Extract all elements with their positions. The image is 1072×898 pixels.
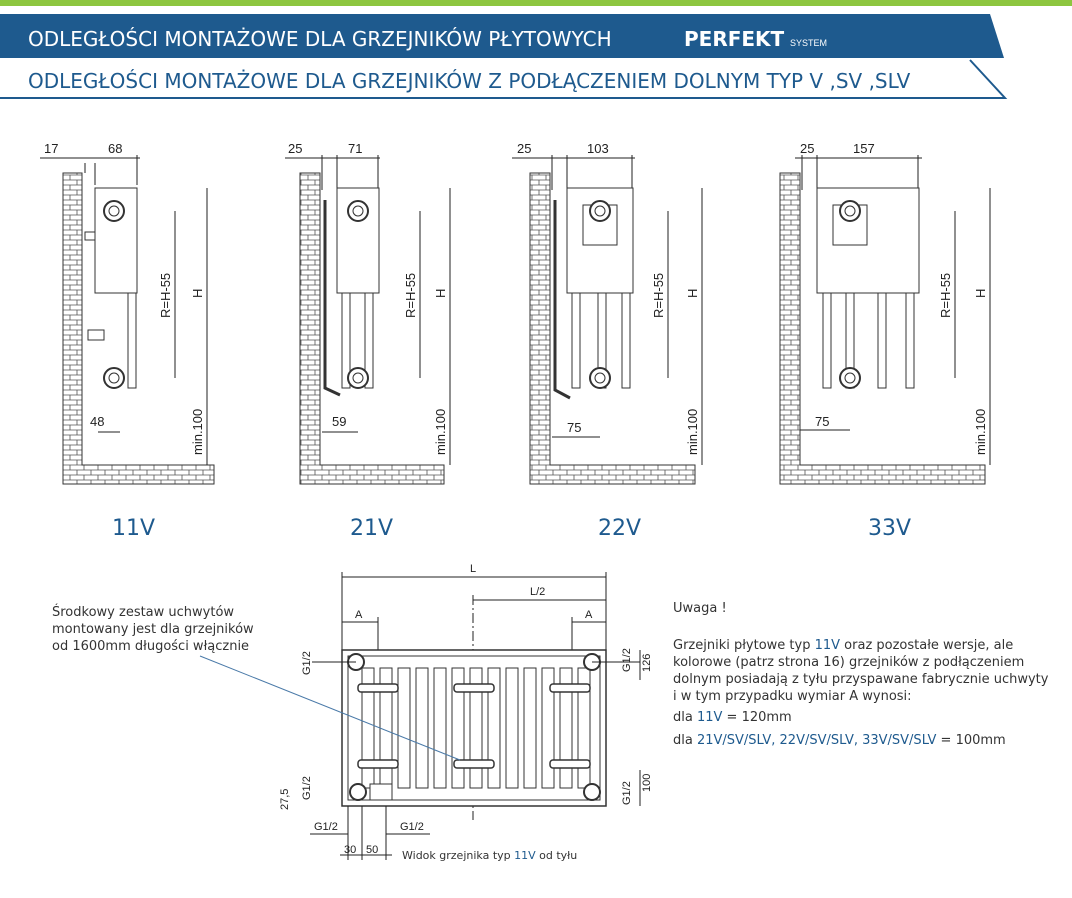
diagram-21v: 25 71 59 R=H-55 H min.100 21V [285,141,451,541]
back-view-caption: Widok grzejnika typ 11V od tyłu [402,847,577,864]
dim-A-left: A [355,609,363,621]
dim-top-right: 157 [853,141,875,156]
uwaga-line-11v: dla 11V = 120mm [673,709,1053,726]
dim-top-left: 25 [517,141,531,156]
header: ODLEGŁOŚCI MONTAŻOWE DLA GRZEJNIKÓW PŁYT… [0,0,1072,99]
dim-min: min.100 [433,409,448,455]
accent-stripe [0,0,1072,6]
diagram-11v: 17 68 48 R=H-55 H min.100 11V [40,141,215,541]
uwaga-text: Grzejniki płytowe typ [673,638,815,653]
brand-sub: SYSTEM [790,38,827,48]
dim-g12-tr: G1/2 [621,648,633,672]
dim-h: H [685,289,700,298]
leader-line [199,655,461,761]
caption-type: 11V [514,849,536,862]
diagram-33v: 25 157 75 R=H-55 H min.100 33V [779,141,991,541]
dim-h: H [190,289,205,298]
dim-g12-b2: G1/2 [400,821,424,833]
uwaga-text: dla [673,710,697,725]
uwaga-text: dla [673,733,697,748]
type-label: 21V [350,516,393,541]
dim-126: 126 [641,654,653,672]
dim-min: min.100 [973,409,988,455]
subtitle-frame [0,59,1008,99]
caption-text: Widok grzejnika typ [402,849,515,862]
uwaga-text: oraz pozostałe wersje, ale kolorowe (pat… [673,638,1049,704]
back-view: L L/2 A A G1/2 [199,563,653,860]
dim-bottom: 75 [567,420,581,435]
dim-275: 27,5 [279,789,291,810]
dim-r: R=H-55 [403,273,418,318]
note-line: Środkowy zestaw uchwytów [52,605,235,620]
note-line: od 1600mm długości włącznie [52,639,250,654]
dim-bottom: 75 [815,414,829,429]
uwaga-type: 21V/SV/SLV, 22V/SV/SLV, 33V/SV/SLV [696,733,937,748]
title-band [0,14,1004,58]
dim-r: R=H-55 [938,273,953,318]
dim-top-left: 25 [288,141,302,156]
caption-text: od tyłu [535,849,578,862]
dim-A-right: A [585,609,593,621]
type-label: 33V [868,516,911,541]
uwaga-value: = 120mm [722,710,792,725]
dim-min: min.100 [190,409,205,455]
dim-min: min.100 [685,409,700,455]
dim-top-right: 71 [348,141,362,156]
uwaga-type: 11V [814,638,841,653]
dim-50: 50 [366,844,378,856]
dim-g12-b1: G1/2 [314,821,338,833]
uwaga-type: 11V [696,710,723,725]
uwaga-box: Uwaga ! Grzejniki płytowe typ 11V oraz p… [673,600,1053,749]
type-label: 11V [112,516,155,541]
page-title: ODLEGŁOŚCI MONTAŻOWE DLA GRZEJNIKÓW PŁYT… [28,27,612,51]
dim-top-right: 103 [587,141,609,156]
dim-h: H [433,289,448,298]
dim-100: 100 [641,774,653,792]
dim-r: R=H-55 [651,273,666,318]
panel-ribs [361,667,591,789]
dim-g12-tl: G1/2 [301,651,313,675]
uwaga-value: = 100mm [936,733,1006,748]
dim-top-right: 68 [108,141,122,156]
page-subtitle: ODLEGŁOŚCI MONTAŻOWE DLA GRZEJNIKÓW Z PO… [28,69,911,93]
uwaga-title: Uwaga ! [673,601,727,616]
dim-L: L [470,563,476,575]
brand-logo: PERFEKT [684,27,785,51]
dim-top-left: 25 [800,141,814,156]
dim-bottom: 59 [332,414,346,429]
dim-top-left: 17 [44,141,58,156]
diagram-22v: 25 103 75 R=H-55 H min.100 22V [512,141,703,541]
dim-L2: L/2 [530,586,545,598]
dim-g12-br: G1/2 [621,781,633,805]
dim-bottom: 48 [90,414,104,429]
dim-h: H [973,289,988,298]
brackets [357,683,591,769]
uwaga-paragraph: Grzejniki płytowe typ 11V oraz pozostałe… [673,637,1053,705]
type-label: 22V [598,516,641,541]
dim-g12-bl: G1/2 [301,776,313,800]
dim-30: 30 [344,844,356,856]
bracket-note: Środkowy zestaw uchwytów montowany jest … [52,604,292,655]
dim-r: R=H-55 [158,273,173,318]
note-line: montowany jest dla grzejników [52,622,254,637]
uwaga-line-others: dla 21V/SV/SLV, 22V/SV/SLV, 33V/SV/SLV =… [673,732,1053,749]
